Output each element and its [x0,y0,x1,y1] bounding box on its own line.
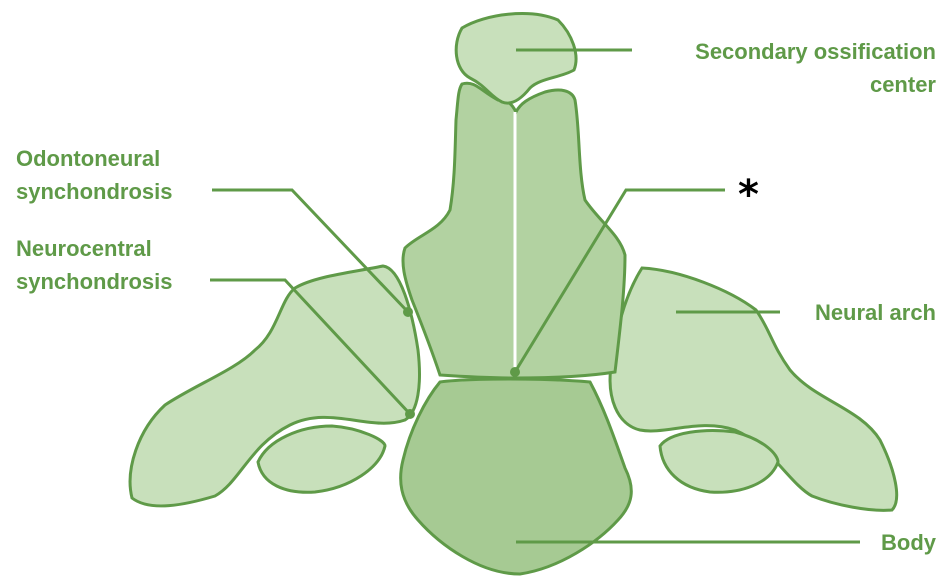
left-transverse-piece [258,426,385,492]
dot-asterisk [510,367,520,377]
label-neurocentral-line1: Neurocentral [16,236,152,261]
dot-neurocentral [405,409,415,419]
label-neural-arch: Neural arch [815,300,936,325]
label-body: Body [881,530,937,555]
label-secondary-ossification-line1: Secondary ossification [695,39,936,64]
asterisk-mark: * [738,172,759,218]
dot-odontoneural [403,307,413,317]
label-secondary-ossification-line2: center [870,72,936,97]
vertebral-body [401,379,632,574]
label-odontoneural-line2: synchondrosis [16,179,172,204]
label-neurocentral-line2: synchondrosis [16,269,172,294]
label-odontoneural-line1: Odontoneural [16,146,160,171]
